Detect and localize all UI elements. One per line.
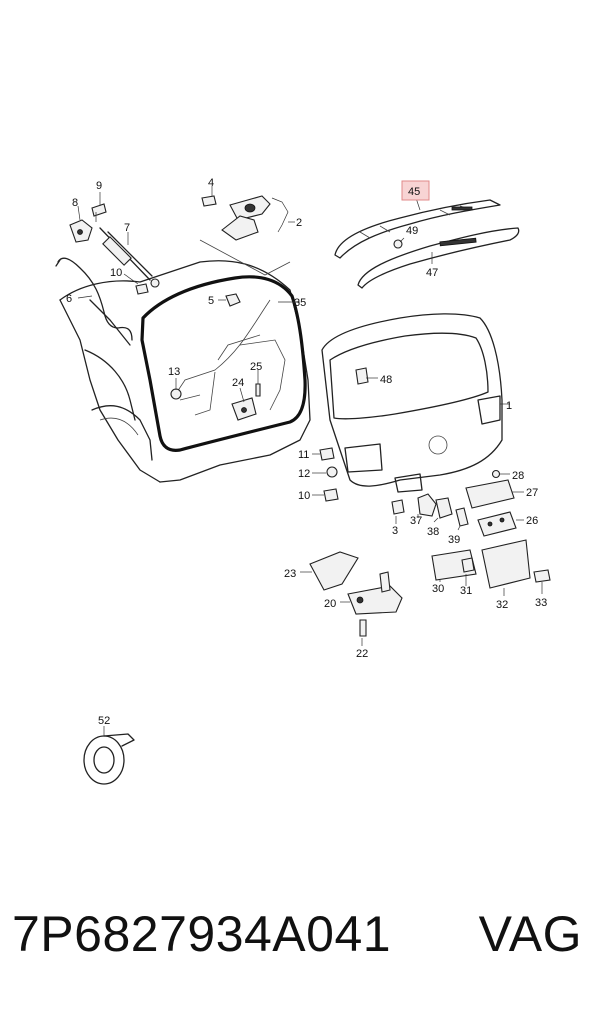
label: 11 bbox=[298, 449, 309, 461]
label: 10 bbox=[298, 490, 310, 502]
switch-26 bbox=[477, 511, 517, 537]
label: 32 bbox=[496, 599, 508, 611]
label: 31 bbox=[460, 585, 472, 597]
label: 52 bbox=[98, 715, 110, 727]
label: 27 bbox=[526, 487, 538, 499]
gas-strut bbox=[99, 227, 160, 288]
highlight-box bbox=[401, 180, 430, 201]
label: 13 bbox=[168, 366, 180, 378]
label: 23 bbox=[284, 568, 296, 580]
label: 28 bbox=[512, 470, 524, 482]
bracket-32 bbox=[481, 539, 531, 589]
bracket-24 bbox=[231, 383, 261, 421]
strut-bracket bbox=[69, 203, 107, 243]
label: 10 bbox=[110, 267, 122, 279]
bolt-33 bbox=[533, 569, 551, 583]
bracket-23 bbox=[309, 551, 359, 591]
buffer-11 bbox=[319, 447, 335, 461]
part-labels: 1 2 3 4 5 6 7 8 9 10 10 11 12 13 20 22 2… bbox=[66, 177, 547, 727]
leader-lines bbox=[77, 186, 543, 736]
label: 49 bbox=[406, 225, 418, 237]
label: 5 bbox=[208, 295, 214, 307]
label: 30 bbox=[432, 583, 444, 595]
bolt-10-upper bbox=[135, 283, 149, 295]
rubber-stop-13 bbox=[170, 388, 182, 400]
label: 3 bbox=[392, 525, 398, 537]
car-body-outline bbox=[59, 239, 311, 483]
label: 33 bbox=[535, 597, 547, 609]
label: 26 bbox=[526, 515, 538, 527]
bracket-37 bbox=[417, 493, 437, 517]
clip-3 bbox=[391, 499, 405, 515]
label: 7 bbox=[124, 222, 130, 234]
label: 35 bbox=[294, 297, 306, 309]
screw-39 bbox=[455, 507, 469, 527]
tailgate-lock bbox=[347, 571, 403, 615]
roof-spoiler bbox=[334, 199, 501, 259]
screw-22 bbox=[359, 619, 367, 637]
label: 37 bbox=[410, 515, 422, 527]
clip-5 bbox=[225, 293, 241, 307]
third-brake-light-cover bbox=[357, 227, 520, 289]
label: 12 bbox=[298, 468, 310, 480]
label: 9 bbox=[96, 180, 102, 192]
part-number-code: 7P6827934A041 bbox=[12, 906, 392, 962]
release-cable bbox=[57, 257, 133, 341]
buffer-12 bbox=[326, 466, 338, 478]
label: 38 bbox=[427, 526, 439, 538]
label: 47 bbox=[426, 267, 438, 279]
brand-name: VAG bbox=[478, 906, 582, 962]
adhesive-tape-roll bbox=[83, 733, 135, 785]
tailgate-seal bbox=[140, 275, 307, 452]
label: 2 bbox=[296, 217, 302, 229]
label: 39 bbox=[448, 534, 460, 546]
label: 48 bbox=[380, 374, 392, 386]
label: 25 bbox=[250, 361, 262, 373]
part-number-footer: 7P6827934A041 VAG bbox=[10, 905, 590, 975]
label: 20 bbox=[324, 598, 336, 610]
label: 22 bbox=[356, 648, 368, 660]
tailgate-hinge bbox=[201, 195, 271, 241]
screw-31 bbox=[461, 557, 475, 573]
label: 6 bbox=[66, 293, 72, 305]
bracket-38 bbox=[435, 497, 453, 519]
clip-28 bbox=[491, 469, 501, 479]
label: 4 bbox=[208, 177, 214, 189]
stud-48 bbox=[355, 367, 369, 385]
handle-27 bbox=[465, 479, 515, 509]
label: 24 bbox=[232, 377, 244, 389]
label: 1 bbox=[506, 400, 512, 412]
plate-30 bbox=[431, 549, 477, 581]
label: 45 bbox=[408, 186, 420, 198]
bolt-10-lower bbox=[323, 488, 339, 502]
label: 8 bbox=[72, 197, 78, 209]
tailgate-panel bbox=[321, 313, 503, 493]
